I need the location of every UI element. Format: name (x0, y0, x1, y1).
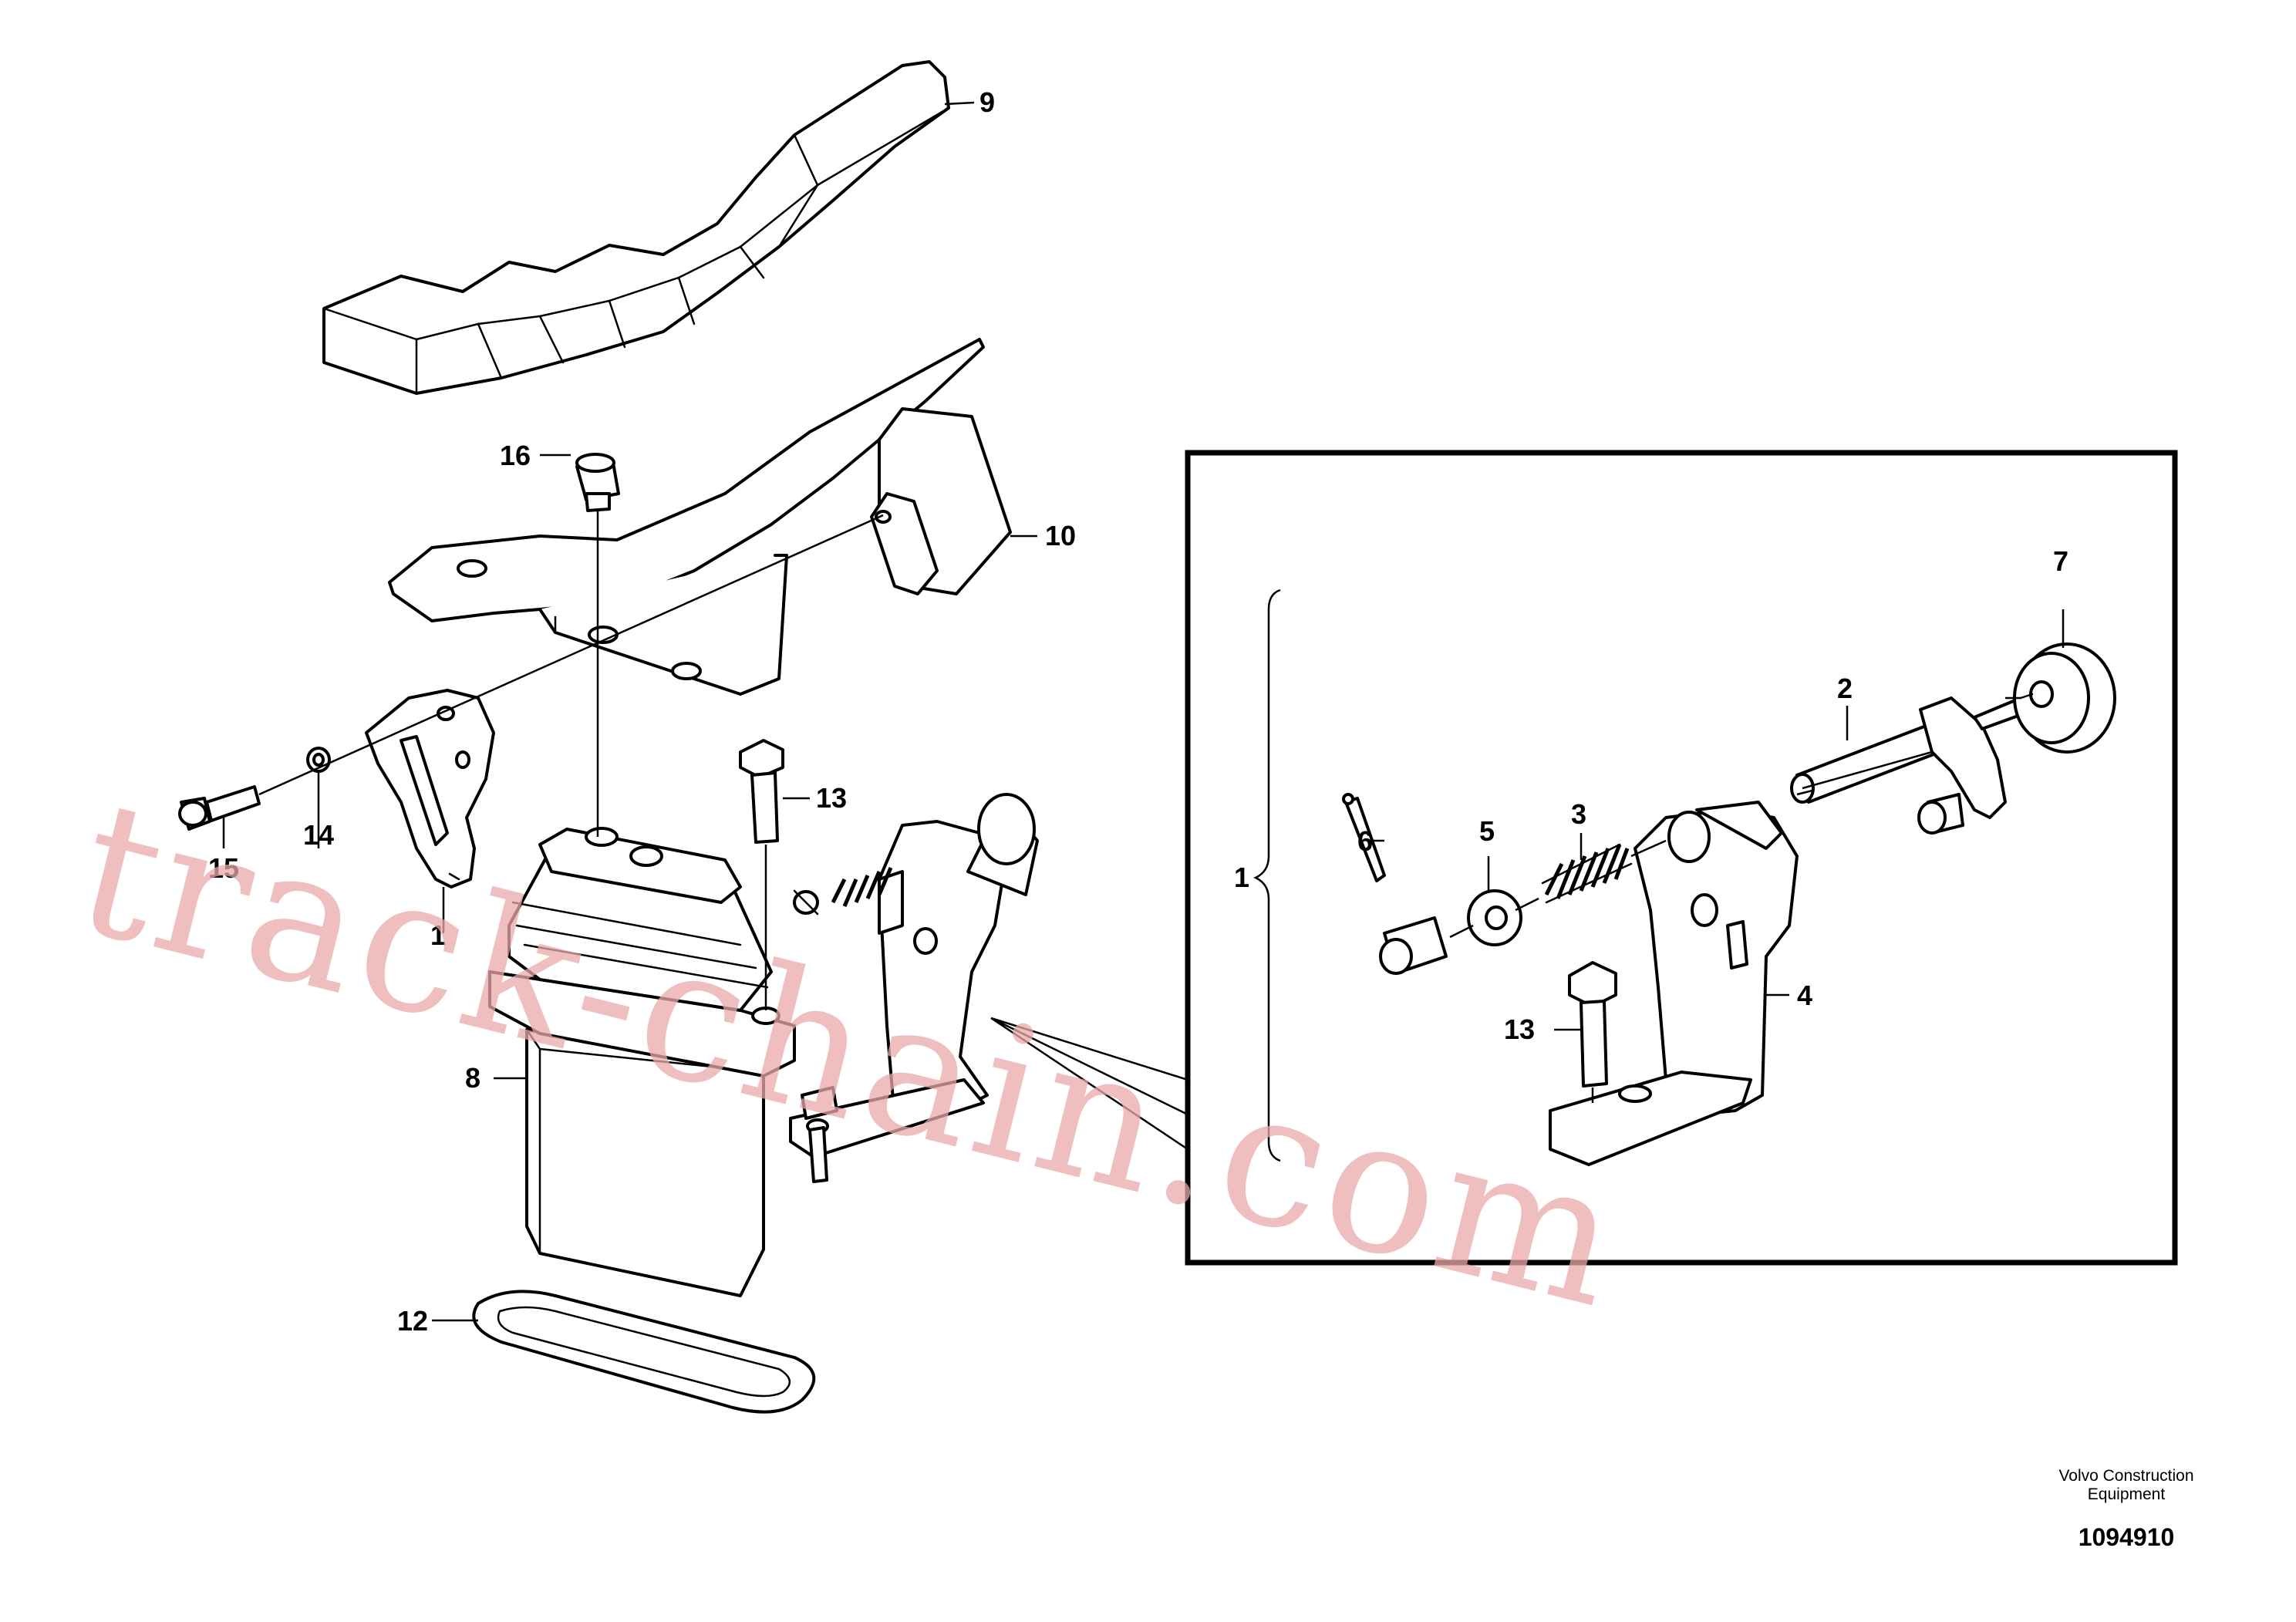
seal-ring (472, 1290, 816, 1414)
callout-5: 5 (1479, 815, 1495, 847)
pedal-valve (488, 827, 796, 1297)
brand-line-2: Equipment (2087, 1485, 2166, 1503)
screw-16 (575, 453, 620, 512)
callout-11: 1 (430, 919, 446, 951)
pedal-bracket (388, 338, 1012, 696)
pedal-assembly-small (789, 793, 1039, 1183)
callout-8: 8 (465, 1062, 480, 1094)
callout-1: 1 (1234, 862, 1249, 893)
callout-6: 6 (1357, 825, 1373, 857)
lever-plate (365, 689, 495, 889)
callout-15: 15 (208, 852, 239, 884)
callout-13-left: 13 (816, 782, 847, 814)
detail-pointer (990, 1017, 1188, 1151)
brand-line-1: Volvo Construction (2058, 1467, 2194, 1485)
callout-7: 7 (2053, 545, 2068, 577)
callout-14: 14 (303, 819, 334, 851)
bolt-13-left (739, 739, 784, 844)
pedal-cover (322, 60, 950, 395)
watermark: track-chain.com (59, 759, 1643, 1351)
callout-16: 16 (500, 440, 531, 471)
brand-name: Volvo Construction Equipment (2011, 1467, 2242, 1504)
callout-10: 10 (1045, 520, 1076, 551)
screw-15 (178, 785, 261, 831)
detail-box (1185, 450, 2178, 1266)
callout-leaders (222, 101, 2065, 1322)
callouts: 9 10 16 13 15 14 1 8 12 7 2 3 6 5 1 4 13 (208, 86, 2068, 1337)
assembly-lines (258, 509, 2021, 1103)
drawing-number: 1094910 (2078, 1523, 2175, 1551)
callout-12: 12 (397, 1305, 428, 1337)
callout-2: 2 (1837, 673, 1853, 704)
callout-9: 9 (979, 86, 995, 118)
callout-3: 3 (1571, 798, 1586, 830)
callout-13-right: 13 (1504, 1013, 1535, 1045)
callout-4: 4 (1797, 980, 1812, 1011)
